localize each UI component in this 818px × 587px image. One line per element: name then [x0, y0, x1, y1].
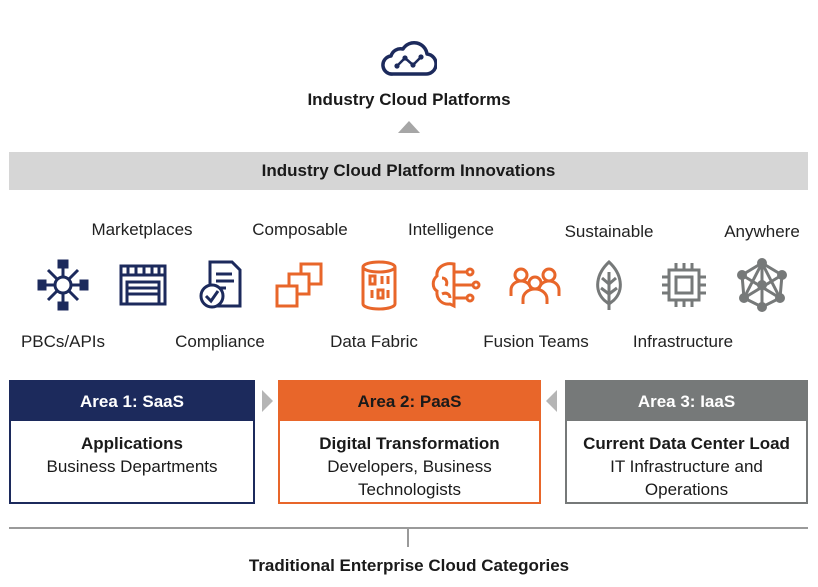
label-data-fabric: Data Fabric [330, 332, 418, 351]
label-compliance: Compliance [175, 332, 265, 351]
label-pbcs-apis: PBCs/APIs [20, 332, 106, 351]
database-icon [352, 258, 406, 312]
banner-title: Industry Cloud Platform Innovations [261, 161, 556, 180]
composable-blocks-icon [273, 258, 327, 312]
label-anywhere: Anywhere [724, 222, 800, 241]
label-composable: Composable [252, 220, 348, 239]
area-2-box: Area 2: PaaS Digital Transformation Deve… [278, 380, 541, 504]
label-intelligence: Intelligence [407, 220, 494, 239]
area-2-header: Area 2: PaaS [280, 382, 539, 421]
innovations-banner: Industry Cloud Platform Innovations [9, 152, 808, 190]
area-3-header: Area 3: IaaS [567, 382, 806, 421]
area-3-body: Current Data Center Load IT Infrastructu… [567, 421, 806, 501]
label-marketplaces: Marketplaces [91, 220, 193, 239]
chip-icon [657, 258, 711, 312]
area-3-text: IT Infrastructure and Operations [610, 457, 763, 499]
area-3-box: Area 3: IaaS Current Data Center Load IT… [565, 380, 808, 504]
leaf-icon [582, 258, 636, 312]
bottom-connector [407, 529, 409, 547]
label-sustainable: Sustainable [564, 222, 654, 241]
area-2-text: Developers, Business Technologists [327, 457, 492, 499]
area-1-body: Applications Business Departments [11, 421, 253, 478]
label-fusion-teams: Fusion Teams [483, 332, 589, 351]
storefront-icon [116, 258, 170, 312]
area-1-box: Area 1: SaaS Applications Business Depar… [9, 380, 255, 504]
cloud-network-icon [381, 40, 438, 78]
area-2-bold: Digital Transformation [319, 434, 500, 453]
area-3-bold: Current Data Center Load [583, 434, 790, 453]
brain-circuit-icon [428, 258, 482, 312]
area-1-text: Business Departments [46, 457, 218, 476]
api-hub-icon [36, 258, 90, 312]
area-2-body: Digital Transformation Developers, Busin… [280, 421, 539, 501]
bottom-title: Traditional Enterprise Cloud Categories [248, 556, 570, 575]
area-1-bold: Applications [80, 434, 183, 453]
team-icon [508, 258, 562, 312]
mesh-network-icon [735, 258, 789, 312]
up-arrow-icon [398, 121, 420, 133]
bottom-divider [9, 527, 808, 529]
chevron-right-icon [262, 390, 273, 412]
label-infrastructure: Infrastructure [632, 332, 734, 351]
compliance-document-icon [196, 258, 250, 312]
chevron-left-icon [546, 390, 557, 412]
top-title: Industry Cloud Platforms [307, 90, 511, 109]
area-1-header: Area 1: SaaS [11, 382, 253, 421]
